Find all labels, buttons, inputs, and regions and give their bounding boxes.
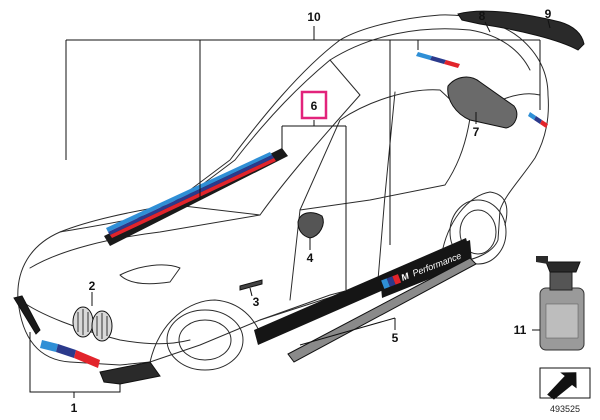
sill-decal-panel xyxy=(380,240,472,298)
front-bumper-outline xyxy=(19,299,191,345)
callout-8[interactable]: 8 xyxy=(479,9,486,23)
rear-wheel-arch xyxy=(439,191,508,266)
decal-m-light-blue xyxy=(381,278,390,289)
decal-m-badge: M xyxy=(400,270,411,282)
callout-6[interactable]: 6 xyxy=(311,99,318,113)
callout-4[interactable]: 4 xyxy=(307,251,314,265)
callout-11[interactable]: 11 xyxy=(514,323,527,337)
trunk-stripe-light-blue xyxy=(528,112,536,120)
part-side-skirt[interactable] xyxy=(287,257,477,363)
bottle-label xyxy=(545,303,579,339)
trunk-stripe-red xyxy=(540,120,548,128)
callout-10[interactable]: 10 xyxy=(307,10,321,24)
part-rear-trim[interactable] xyxy=(447,76,518,129)
stripe-decal-light-blue xyxy=(106,152,272,232)
decal-m-red xyxy=(392,274,402,285)
door-line-rear xyxy=(377,194,386,281)
roof-stripe-dark-blue xyxy=(430,56,446,64)
m-stripe-dark-blue xyxy=(56,344,76,358)
leader-3 xyxy=(249,287,253,297)
spray-nozzle xyxy=(536,256,548,264)
callout-9[interactable]: 9 xyxy=(545,7,552,21)
stripe-decal-dark-blue xyxy=(108,155,274,235)
part-mirror-cap[interactable] xyxy=(297,212,324,239)
part-rear-spoiler[interactable] xyxy=(457,10,585,51)
front-wheel-rim xyxy=(178,319,232,361)
highlight-box-6 xyxy=(300,90,328,120)
callout-1[interactable]: 1 xyxy=(71,401,78,415)
grille-bars xyxy=(77,309,108,339)
reference-number: 493525 xyxy=(550,404,580,414)
decal-m-dark-blue xyxy=(386,276,396,287)
callout-7[interactable]: 7 xyxy=(473,125,480,139)
side-window-outline xyxy=(299,89,471,211)
windshield-outline xyxy=(174,59,361,216)
scroll-down-arrow-icon[interactable] xyxy=(539,367,591,401)
hood-crease xyxy=(29,214,261,269)
leader-8 xyxy=(484,21,491,33)
leader-9 xyxy=(547,19,551,29)
part-kidney-grille[interactable] xyxy=(72,306,113,342)
front-wheel-arch xyxy=(149,299,263,363)
headlight-outline xyxy=(119,264,181,285)
part-side-sill-decal[interactable]: M Performance xyxy=(254,238,472,345)
spray-trigger-head xyxy=(545,261,581,273)
callout-2[interactable]: 2 xyxy=(89,279,96,293)
stripe-decal-red xyxy=(110,158,276,238)
roof-stripe-red xyxy=(444,60,460,68)
m-stripe-red xyxy=(74,350,100,368)
callout-3[interactable]: 3 xyxy=(253,295,260,309)
part-spray-bottle[interactable] xyxy=(536,256,585,351)
callout-5[interactable]: 5 xyxy=(392,331,399,345)
part-side-badge[interactable] xyxy=(239,279,263,291)
rear-wheel xyxy=(449,199,507,265)
leader-5-b xyxy=(299,317,396,346)
front-lip-left-piece xyxy=(13,295,41,335)
trunk-stripe-dark-blue xyxy=(534,116,542,124)
roof-stripe-light-blue xyxy=(416,52,432,60)
front-lip-right-piece xyxy=(99,361,161,385)
rear-wheel-rim xyxy=(459,209,497,255)
part-stripe-decal[interactable] xyxy=(104,148,288,246)
part-roof-stripe[interactable] xyxy=(416,52,548,128)
m-stripe-light-blue xyxy=(40,340,58,352)
roof-line xyxy=(329,28,531,71)
bottle-neck xyxy=(549,271,573,291)
leader-1 xyxy=(29,332,121,393)
front-wheel xyxy=(166,309,244,371)
leader-lines xyxy=(29,19,551,398)
part-front-lip[interactable] xyxy=(13,295,161,385)
arrow-icon-glyph xyxy=(547,372,577,400)
